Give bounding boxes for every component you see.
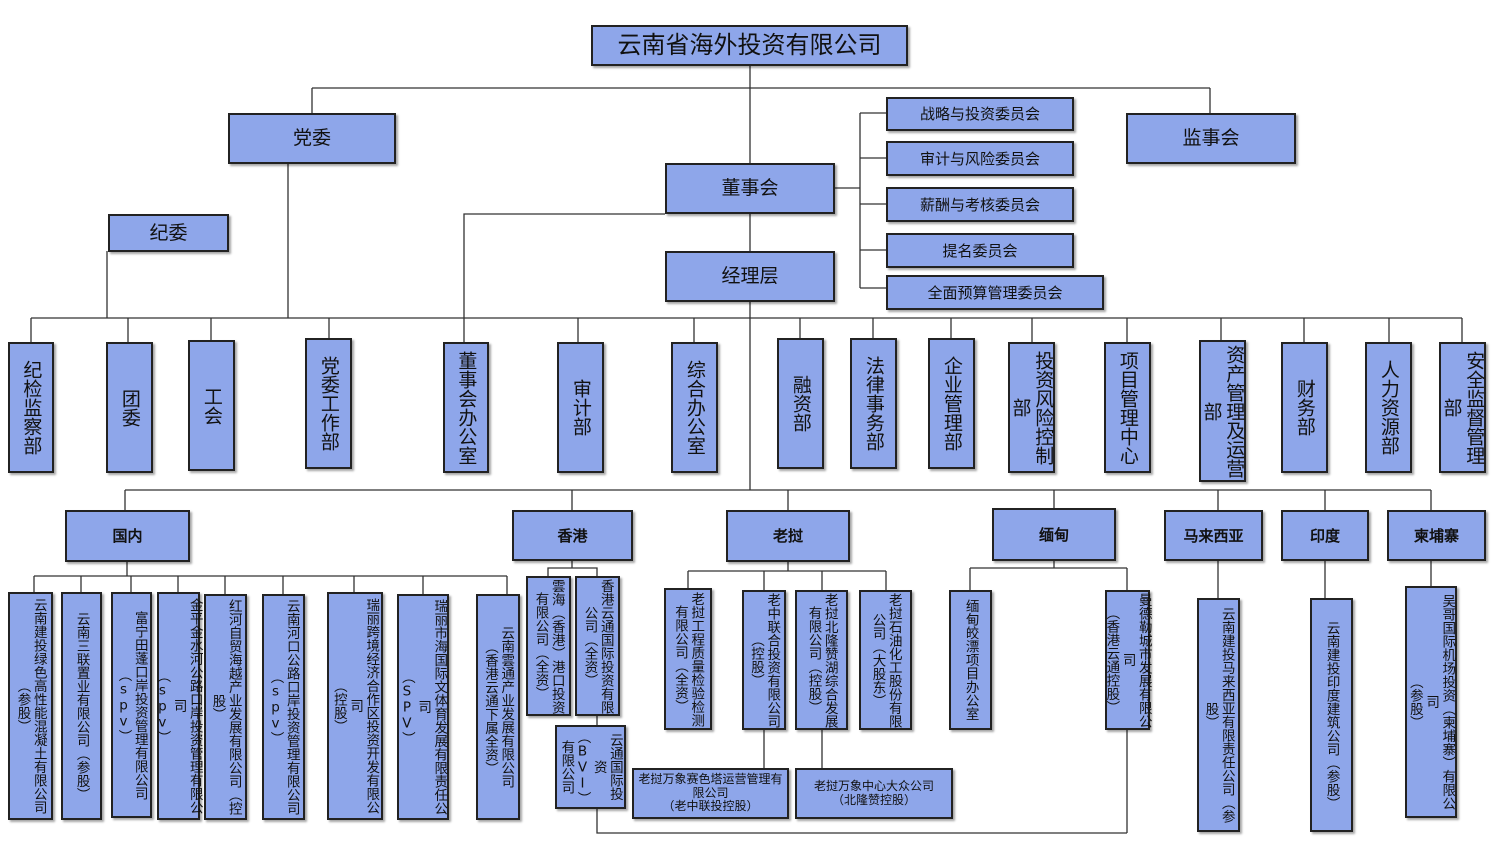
company-india: 云南建投印度建筑公司（参股） bbox=[1310, 598, 1353, 832]
region-malaysia: 马来西亚 bbox=[1164, 510, 1263, 561]
board-of-directors: 董事会 bbox=[665, 163, 835, 214]
supervisory-board: 监事会 bbox=[1126, 113, 1296, 164]
company-domestic: 瑞丽市海国际文体育发展有限责任公司 （SPV） bbox=[397, 594, 449, 820]
region-hongkong: 香港 bbox=[512, 510, 633, 561]
company-domestic: 云南雲通产业发展有限公司 （香港云通下属全资） bbox=[476, 594, 520, 820]
region-myanmar: 缅甸 bbox=[992, 508, 1116, 561]
region-cambodia: 柬埔寨 bbox=[1387, 510, 1486, 561]
company-laos: 老挝工程质量检验检测有限公司（全资） bbox=[664, 588, 712, 730]
committee-strategy-investment: 战略与投资委员会 bbox=[886, 97, 1074, 131]
company-myanmar: 缅甸皎漂项目办公室 bbox=[949, 590, 992, 730]
company-laos: 老挝北隆赞湖综合发展有限公司（控股） bbox=[795, 590, 848, 730]
dept-safety-supervision: 安全监督管理部 bbox=[1439, 342, 1486, 473]
company-laos-sub: 老挝万象中心大众公司 （北隆赞控股） bbox=[795, 768, 953, 819]
company-domestic: 云南建投绿色高性能混凝土有限公司 （参股） bbox=[8, 592, 53, 820]
company-domestic: 红河自贸海越产业发展有限公司（控股） bbox=[204, 594, 247, 820]
dept-financing: 融资部 bbox=[777, 338, 824, 469]
region-domestic: 国内 bbox=[65, 510, 190, 562]
company-malaysia: 云南建投马来西亚有限责任公司（参股） bbox=[1197, 598, 1240, 832]
company-cambodia: 吴哥国际机场投资（柬埔寨）有限公司 （参股） bbox=[1405, 586, 1457, 818]
region-laos: 老挝 bbox=[726, 510, 850, 562]
company-hongkong: 雲海（香港）港口投资有限公司（全资） bbox=[526, 576, 571, 716]
party-committee: 党委 bbox=[228, 113, 396, 164]
committee-nomination: 提名委员会 bbox=[886, 233, 1074, 268]
company-laos: 老中联合投资有限公司（控股） bbox=[742, 590, 786, 730]
dept-discipline-inspection: 纪检监察部 bbox=[8, 342, 54, 473]
company-hongkong: 香港云通国际投资有限公司（全资） bbox=[575, 576, 620, 716]
company-hongkong: 云通国际投资（BVI）有限公司 bbox=[555, 725, 626, 809]
dept-legal-affairs: 法律事务部 bbox=[850, 338, 897, 469]
company-laos: 老挝石油化工股份有限公司（大股东） bbox=[859, 590, 912, 730]
dept-youth-league: 团委 bbox=[106, 342, 153, 473]
dept-general-office: 综合办公室 bbox=[671, 342, 718, 473]
region-india: 印度 bbox=[1281, 510, 1369, 561]
committee-budget: 全面预算管理委员会 bbox=[886, 275, 1104, 310]
discipline-committee: 纪委 bbox=[108, 214, 229, 252]
company-domestic: 云南三联置业有限公司（参股） bbox=[61, 592, 102, 820]
dept-enterprise-management: 企业管理部 bbox=[928, 338, 975, 469]
dept-board-office: 董事会办公室 bbox=[443, 342, 489, 473]
dept-party-work: 党委工作部 bbox=[305, 338, 352, 469]
company-domestic: 金平金水河公路口岸投资管理有限公司 （spv） bbox=[154, 592, 203, 820]
company-laos-sub: 老挝万象赛色塔运营管理有限公司 （老中联投控股） bbox=[632, 768, 789, 819]
dept-asset-operation: 资产管理及运营部 bbox=[1199, 340, 1246, 482]
committee-audit-risk: 审计与风险委员会 bbox=[886, 141, 1074, 176]
dept-human-resources: 人力资源部 bbox=[1365, 342, 1412, 473]
company-myanmar: 曼德勒城市发展有限公司 （香港云通控股） bbox=[1103, 590, 1152, 730]
committee-compensation: 薪酬与考核委员会 bbox=[886, 187, 1074, 222]
dept-trade-union: 工会 bbox=[188, 340, 235, 471]
company-domestic: 云南河口公路口岸投资管理有限公司 （spv） bbox=[262, 594, 305, 820]
dept-investment-risk-control: 投资风险控制部 bbox=[1008, 342, 1055, 473]
company-domestic: 富宁田蓬口岸投资管理有限公司（spv） bbox=[111, 592, 152, 818]
dept-finance: 财务部 bbox=[1281, 342, 1328, 473]
root-company: 云南省海外投资有限公司 bbox=[591, 25, 908, 66]
management-layer: 经理层 bbox=[665, 251, 835, 302]
dept-project-center: 项目管理中心 bbox=[1104, 342, 1151, 473]
dept-audit: 审计部 bbox=[557, 342, 604, 473]
company-domestic: 瑞丽跨境经济合作区投资开发有限公司 （控股） bbox=[327, 592, 383, 820]
